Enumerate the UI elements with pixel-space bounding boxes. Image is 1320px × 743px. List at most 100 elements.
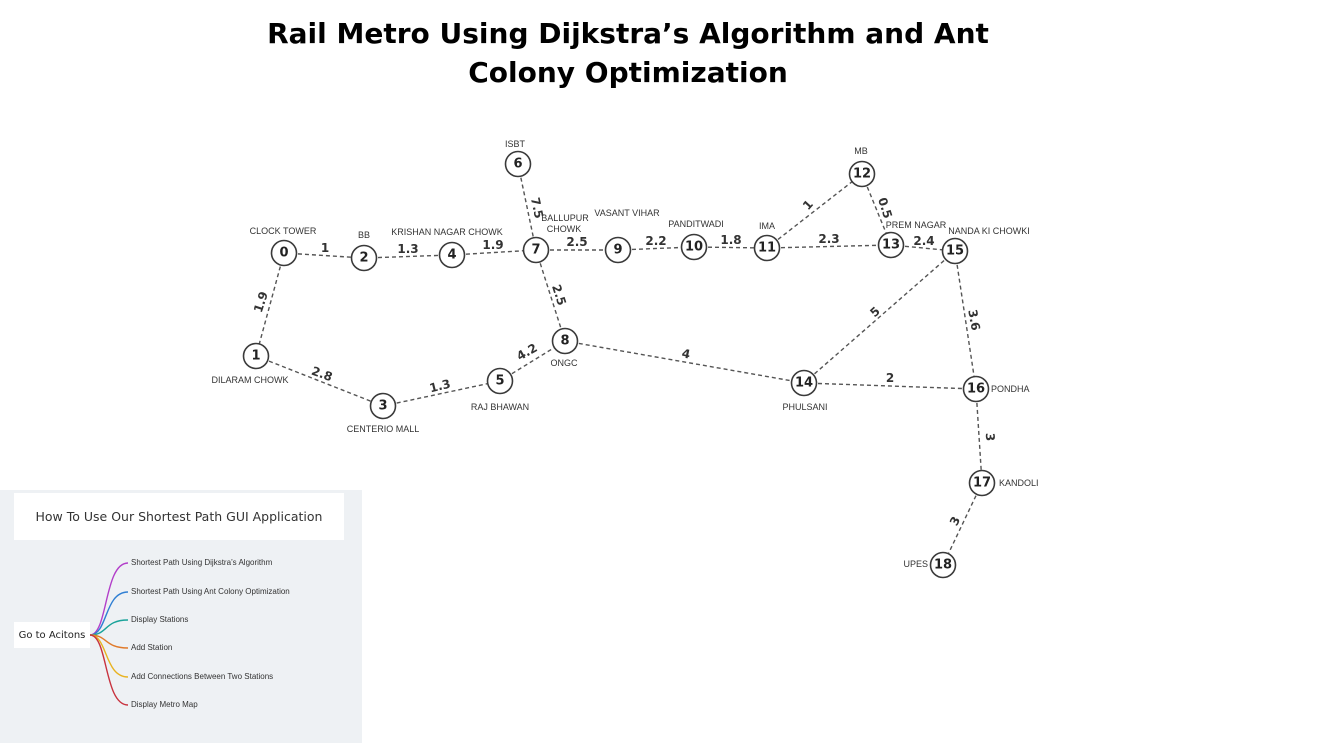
action-branches bbox=[89, 562, 129, 706]
connection-weight-9-10: 2.2 bbox=[645, 234, 666, 248]
station-circle[interactable] bbox=[369, 392, 397, 420]
action-item[interactable]: Display Metro Map bbox=[131, 700, 198, 709]
station-circle[interactable] bbox=[848, 160, 876, 188]
station-node-10[interactable]: 10 bbox=[680, 233, 708, 261]
station-node-0[interactable]: 0 bbox=[270, 239, 298, 267]
station-circle[interactable] bbox=[968, 469, 996, 497]
branch-line bbox=[89, 634, 129, 706]
station-circle[interactable] bbox=[270, 239, 298, 267]
station-label-17: KANDOLI bbox=[999, 478, 1039, 488]
connection-weight-6-7: 7.5 bbox=[528, 196, 546, 220]
station-circle[interactable] bbox=[604, 236, 632, 264]
station-circle[interactable] bbox=[962, 375, 990, 403]
station-number: 2 bbox=[359, 251, 368, 266]
connection-weight-3-5: 1.3 bbox=[428, 377, 452, 396]
station-node-8[interactable]: 8 bbox=[551, 327, 579, 355]
connection-2-4 bbox=[363, 254, 453, 259]
connection-weight-11-13: 2.3 bbox=[818, 232, 839, 246]
station-circle[interactable] bbox=[242, 342, 270, 370]
station-number: 14 bbox=[795, 376, 813, 391]
station-label-14: PHULSANI bbox=[782, 402, 827, 412]
station-number: 1 bbox=[251, 349, 260, 364]
station-label-3: CENTERIO MALL bbox=[347, 424, 420, 434]
station-node-1[interactable]: 1 bbox=[242, 342, 270, 370]
connection-11-12 bbox=[766, 173, 863, 249]
connection-weight-16-17: 3 bbox=[983, 433, 997, 442]
connection-6-7 bbox=[517, 163, 537, 251]
station-label-15: NANDA KI CHOWKI bbox=[948, 226, 1030, 236]
station-node-12[interactable]: 12 bbox=[848, 160, 876, 188]
station-node-2[interactable]: 2 bbox=[350, 244, 378, 272]
station-number: 4 bbox=[447, 248, 456, 263]
action-item[interactable]: Shortest Path Using Dijkstra’s Algorithm bbox=[131, 558, 273, 567]
connection-weight-7-9: 2.5 bbox=[566, 235, 587, 249]
connection-weight-5-8: 4.2 bbox=[514, 341, 539, 364]
connection-7-8 bbox=[535, 249, 566, 342]
station-node-6[interactable]: 6 bbox=[504, 150, 532, 178]
action-item[interactable]: Add Connections Between Two Stations bbox=[131, 672, 274, 681]
station-number: 11 bbox=[758, 241, 776, 256]
station-circle[interactable] bbox=[790, 369, 818, 397]
station-number: 12 bbox=[853, 167, 871, 182]
station-circle[interactable] bbox=[551, 327, 579, 355]
connection-weight-14-15: 5 bbox=[867, 304, 883, 320]
station-label-8: ONGC bbox=[551, 358, 579, 368]
station-node-5[interactable]: 5 bbox=[486, 367, 514, 395]
station-number: 5 bbox=[495, 374, 504, 389]
connection-weight-8-14: 4 bbox=[680, 346, 691, 361]
connection-3-5 bbox=[382, 380, 501, 407]
station-circle[interactable] bbox=[438, 241, 466, 269]
page-title: Rail Metro Using Dijkstra’s Algorithm an… bbox=[267, 17, 989, 89]
connection-0-1 bbox=[255, 252, 285, 357]
station-circle[interactable] bbox=[504, 150, 532, 178]
station-circle[interactable] bbox=[350, 244, 378, 272]
station-number: 0 bbox=[279, 246, 288, 261]
station-node-13[interactable]: 13 bbox=[877, 231, 905, 259]
connection-17-18 bbox=[942, 482, 983, 566]
station-label-5: RAJ BHAWAN bbox=[471, 402, 529, 412]
station-node-17[interactable]: 17 bbox=[968, 469, 996, 497]
station-label-6: ISBT bbox=[505, 139, 526, 149]
station-label-1: DILARAM CHOWK bbox=[211, 375, 288, 385]
connection-1-3 bbox=[255, 355, 384, 407]
station-node-4[interactable]: 4 bbox=[438, 241, 466, 269]
station-label-18: UPES bbox=[903, 559, 928, 569]
station-node-14[interactable]: 14 bbox=[790, 369, 818, 397]
action-item[interactable]: Add Station bbox=[131, 643, 173, 652]
station-circle[interactable] bbox=[486, 367, 514, 395]
connection-weight-4-7: 1.9 bbox=[482, 238, 503, 252]
station-circle[interactable] bbox=[680, 233, 708, 261]
station-label-13: PREM NAGAR bbox=[886, 220, 947, 230]
go-to-actions-node[interactable]: Go to Acitons bbox=[14, 622, 90, 648]
station-node-9[interactable]: 9 bbox=[604, 236, 632, 264]
station-circle[interactable] bbox=[753, 234, 781, 262]
station-node-3[interactable]: 3 bbox=[369, 392, 397, 420]
station-circle[interactable] bbox=[929, 551, 957, 579]
station-node-11[interactable]: 11 bbox=[753, 234, 781, 262]
connection-weight-11-12: 1 bbox=[800, 197, 816, 213]
connection-10-11 bbox=[693, 246, 768, 249]
station-node-18[interactable]: 18 bbox=[929, 551, 957, 579]
action-item[interactable]: Display Stations bbox=[131, 615, 189, 624]
station-number: 16 bbox=[967, 382, 985, 397]
station-number: 8 bbox=[560, 334, 569, 349]
connection-weight-0-1: 1.9 bbox=[251, 290, 271, 315]
connection-8-14 bbox=[564, 340, 805, 384]
station-label-16: PONDHA bbox=[991, 384, 1030, 394]
connection-weight-14-16: 2 bbox=[886, 371, 894, 385]
connection-weight-12-13: 0.5 bbox=[875, 196, 895, 221]
station-node-16[interactable]: 16 bbox=[962, 375, 990, 403]
station-circle[interactable] bbox=[941, 237, 969, 265]
station-circle[interactable] bbox=[522, 236, 550, 264]
station-number: 6 bbox=[513, 157, 522, 172]
station-node-7[interactable]: 7 bbox=[522, 236, 550, 264]
connection-4-7 bbox=[451, 249, 537, 256]
station-node-15[interactable]: 15 bbox=[941, 237, 969, 265]
station-circle[interactable] bbox=[877, 231, 905, 259]
branch-line bbox=[89, 591, 129, 636]
station-label-12: MB bbox=[854, 146, 868, 156]
station-label-9: VASANT VIHAR bbox=[594, 208, 660, 218]
action-item[interactable]: Shortest Path Using Ant Colony Optimizat… bbox=[131, 587, 290, 596]
station-number: 15 bbox=[946, 244, 964, 259]
connection-14-15 bbox=[803, 250, 956, 384]
